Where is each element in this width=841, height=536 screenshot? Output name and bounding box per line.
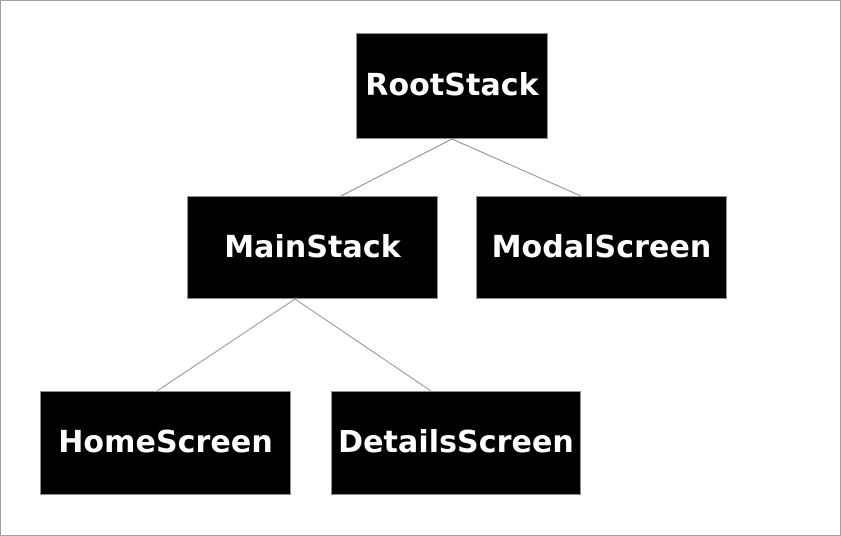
edge-mainstack-to-detailsscreen — [294, 298, 432, 392]
node-label-homescreen: HomeScreen — [58, 425, 273, 460]
node-mainstack[interactable]: MainStack — [187, 196, 438, 299]
node-homescreen[interactable]: HomeScreen — [40, 391, 291, 495]
edge-rootstack-to-mainstack — [340, 138, 453, 197]
edge-rootstack-to-modalscreen — [451, 138, 582, 197]
node-label-modalscreen: ModalScreen — [491, 229, 712, 265]
node-label-mainstack: MainStack — [224, 229, 401, 265]
node-label-detailsscreen: DetailsScreen — [338, 425, 574, 460]
node-detailsscreen[interactable]: DetailsScreen — [331, 391, 581, 495]
edge-mainstack-to-homescreen — [156, 298, 296, 392]
node-label-rootstack: RootStack — [365, 68, 539, 103]
node-rootstack[interactable]: RootStack — [356, 33, 548, 139]
node-modalscreen[interactable]: ModalScreen — [476, 196, 727, 299]
